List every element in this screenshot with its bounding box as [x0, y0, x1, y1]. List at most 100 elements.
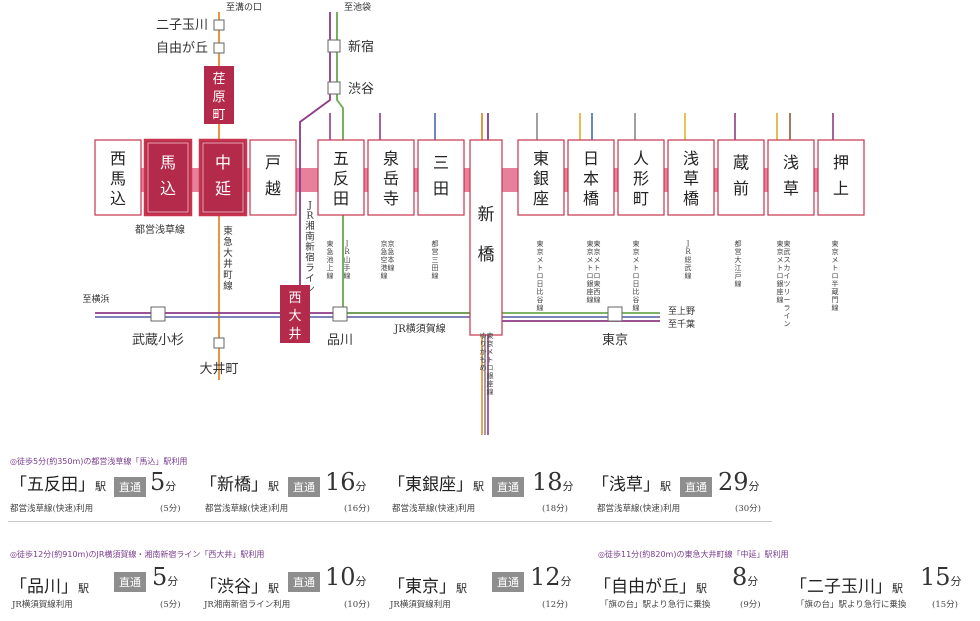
station-box: [198, 138, 248, 217]
transfer-label: メ: [633, 256, 640, 264]
label-to-ueno: 至上野: [668, 306, 695, 317]
transfer-label: 京: [777, 247, 784, 256]
label-shonan-line: ラ: [305, 263, 315, 274]
label-ebara: 町: [212, 108, 225, 123]
station-label: 形: [633, 169, 649, 188]
direct-badge: 直通: [492, 572, 524, 592]
label-shonan-line: 湘: [305, 220, 315, 232]
station-label: 押: [833, 153, 849, 172]
transfer-label: 東: [594, 279, 601, 288]
transfer-label: 戸: [735, 272, 742, 280]
station-box-shimbashi: [469, 139, 503, 336]
transfer-label: 比: [537, 287, 544, 296]
transfer-label: 線: [633, 303, 640, 312]
transfer-label: R: [685, 248, 691, 256]
transfer-label: 都: [432, 240, 439, 248]
transfer-label: 線: [388, 263, 395, 272]
time-jiyugaoka: 8分: [732, 563, 759, 591]
transfer-label: 田: [432, 264, 439, 272]
sub-shinagawa: JR横須賀線利用: [12, 600, 73, 610]
transfer-label: 京: [381, 239, 388, 248]
station-label: 込: [160, 179, 176, 198]
label-to-ikebukuro: 至池袋: [344, 1, 371, 13]
direct-badge: 直通: [492, 477, 524, 497]
station-label: 上: [833, 179, 849, 198]
label-shibuya: 渋谷: [348, 82, 374, 97]
sub-higashiginza: 都営浅草線(快速)利用: [392, 504, 476, 514]
transfer-label-yamanote: 手: [344, 263, 351, 272]
label-shonan-line: 南: [305, 231, 315, 243]
note-section-2: ◎徒歩12分(約910m)のJR横須賀線・湘南新宿ライン「西大井」駅利用: [10, 550, 265, 559]
sub-tokyo: JR横須賀線利用: [390, 600, 451, 610]
transfer-label: ト: [594, 264, 601, 272]
transfer-label: J: [686, 240, 690, 248]
station-marker-tokyo: [607, 306, 623, 322]
transfer-label: リ: [784, 288, 791, 296]
transfer-label: メ: [587, 256, 594, 264]
station-marker-musashikosugi: [150, 306, 166, 322]
direct-badge: 直通: [288, 572, 320, 592]
station-label: 中: [215, 153, 231, 172]
station-box: [767, 139, 815, 216]
transfer-label: ン: [784, 320, 791, 328]
sub-shimbashi: 都営浅草線(快速)利用: [205, 504, 289, 514]
label-to-mizonokuchi: 至溝の口: [226, 1, 262, 13]
station-label: 浅: [783, 153, 799, 172]
label-oimachi-line: 井: [223, 258, 233, 270]
dest-jiyugaoka: 「自由が丘」駅: [594, 577, 707, 597]
transfer-label: 江: [735, 264, 742, 272]
transfer-label-shimbashi: め: [480, 364, 487, 372]
transfer-label: 大: [735, 255, 742, 264]
station-label: 寺: [383, 189, 399, 208]
station-box: [817, 139, 865, 216]
direct-badge: 直通: [114, 477, 146, 497]
transfer-label: 半: [832, 279, 839, 288]
station-label: 銀: [533, 169, 549, 188]
label-oimachi-line: 大: [223, 247, 233, 259]
transfer-label: 門: [832, 296, 839, 304]
label-shinjuku: 新宿: [348, 39, 374, 55]
station-box: [667, 139, 715, 216]
time-tokyo: 12分: [530, 563, 572, 591]
transfer-label-yamanote: J: [345, 240, 349, 248]
transfer-label: 営: [432, 247, 439, 256]
transfer-label-shimbashi: か: [480, 348, 487, 356]
label-tokyo: 東京: [602, 332, 628, 348]
transfer-label-shimbashi: 線: [487, 387, 494, 396]
station-ebara: [204, 66, 234, 124]
transfer-label: 線: [381, 271, 388, 280]
transfer-label: 日: [537, 280, 544, 288]
transfer-label: 線: [777, 295, 784, 304]
station-label: 馬: [160, 153, 176, 172]
transfer-label-shimbashi: ゆ: [480, 332, 487, 340]
transfer-label: ロ: [832, 272, 839, 280]
station-marker-futako: [213, 19, 225, 31]
time-gotanda: 5分: [150, 468, 177, 496]
time-shibuya: 10分: [325, 563, 367, 591]
label-oimachi-line: 線: [223, 280, 233, 292]
label-to-yokohama: 至横浜: [82, 293, 109, 305]
transfer-label: 線: [832, 303, 839, 312]
transfer-label: 座: [777, 287, 784, 296]
transfer-label-shimbashi: も: [480, 356, 487, 364]
transfer-label: メ: [777, 256, 784, 264]
station-label: 越: [265, 179, 281, 198]
station-label-shimbashi: 新: [478, 205, 495, 225]
transfer-label: 線: [327, 271, 334, 280]
transfer-label: 線: [432, 271, 439, 280]
transfer-label: ロ: [594, 272, 601, 280]
station-box: [143, 138, 193, 217]
transfer-label: ロ: [587, 272, 594, 280]
paren-futakotamagawa: (15分): [932, 600, 958, 610]
label-nishioi: 大: [288, 309, 301, 324]
transfer-label: メ: [832, 256, 839, 264]
transfer-label: 座: [587, 287, 594, 296]
label-to-chiba: 至千葉: [668, 318, 695, 330]
sub-asakusa: 都営浅草線(快速)利用: [597, 504, 681, 514]
transfer-label: ロ: [777, 272, 784, 280]
station-label: 草: [683, 169, 699, 188]
transfer-label: 急: [327, 247, 334, 256]
station-label: 蔵: [733, 153, 749, 172]
transfer-label-shimbashi: 銀: [487, 371, 494, 380]
transfer-label: メ: [594, 256, 601, 264]
